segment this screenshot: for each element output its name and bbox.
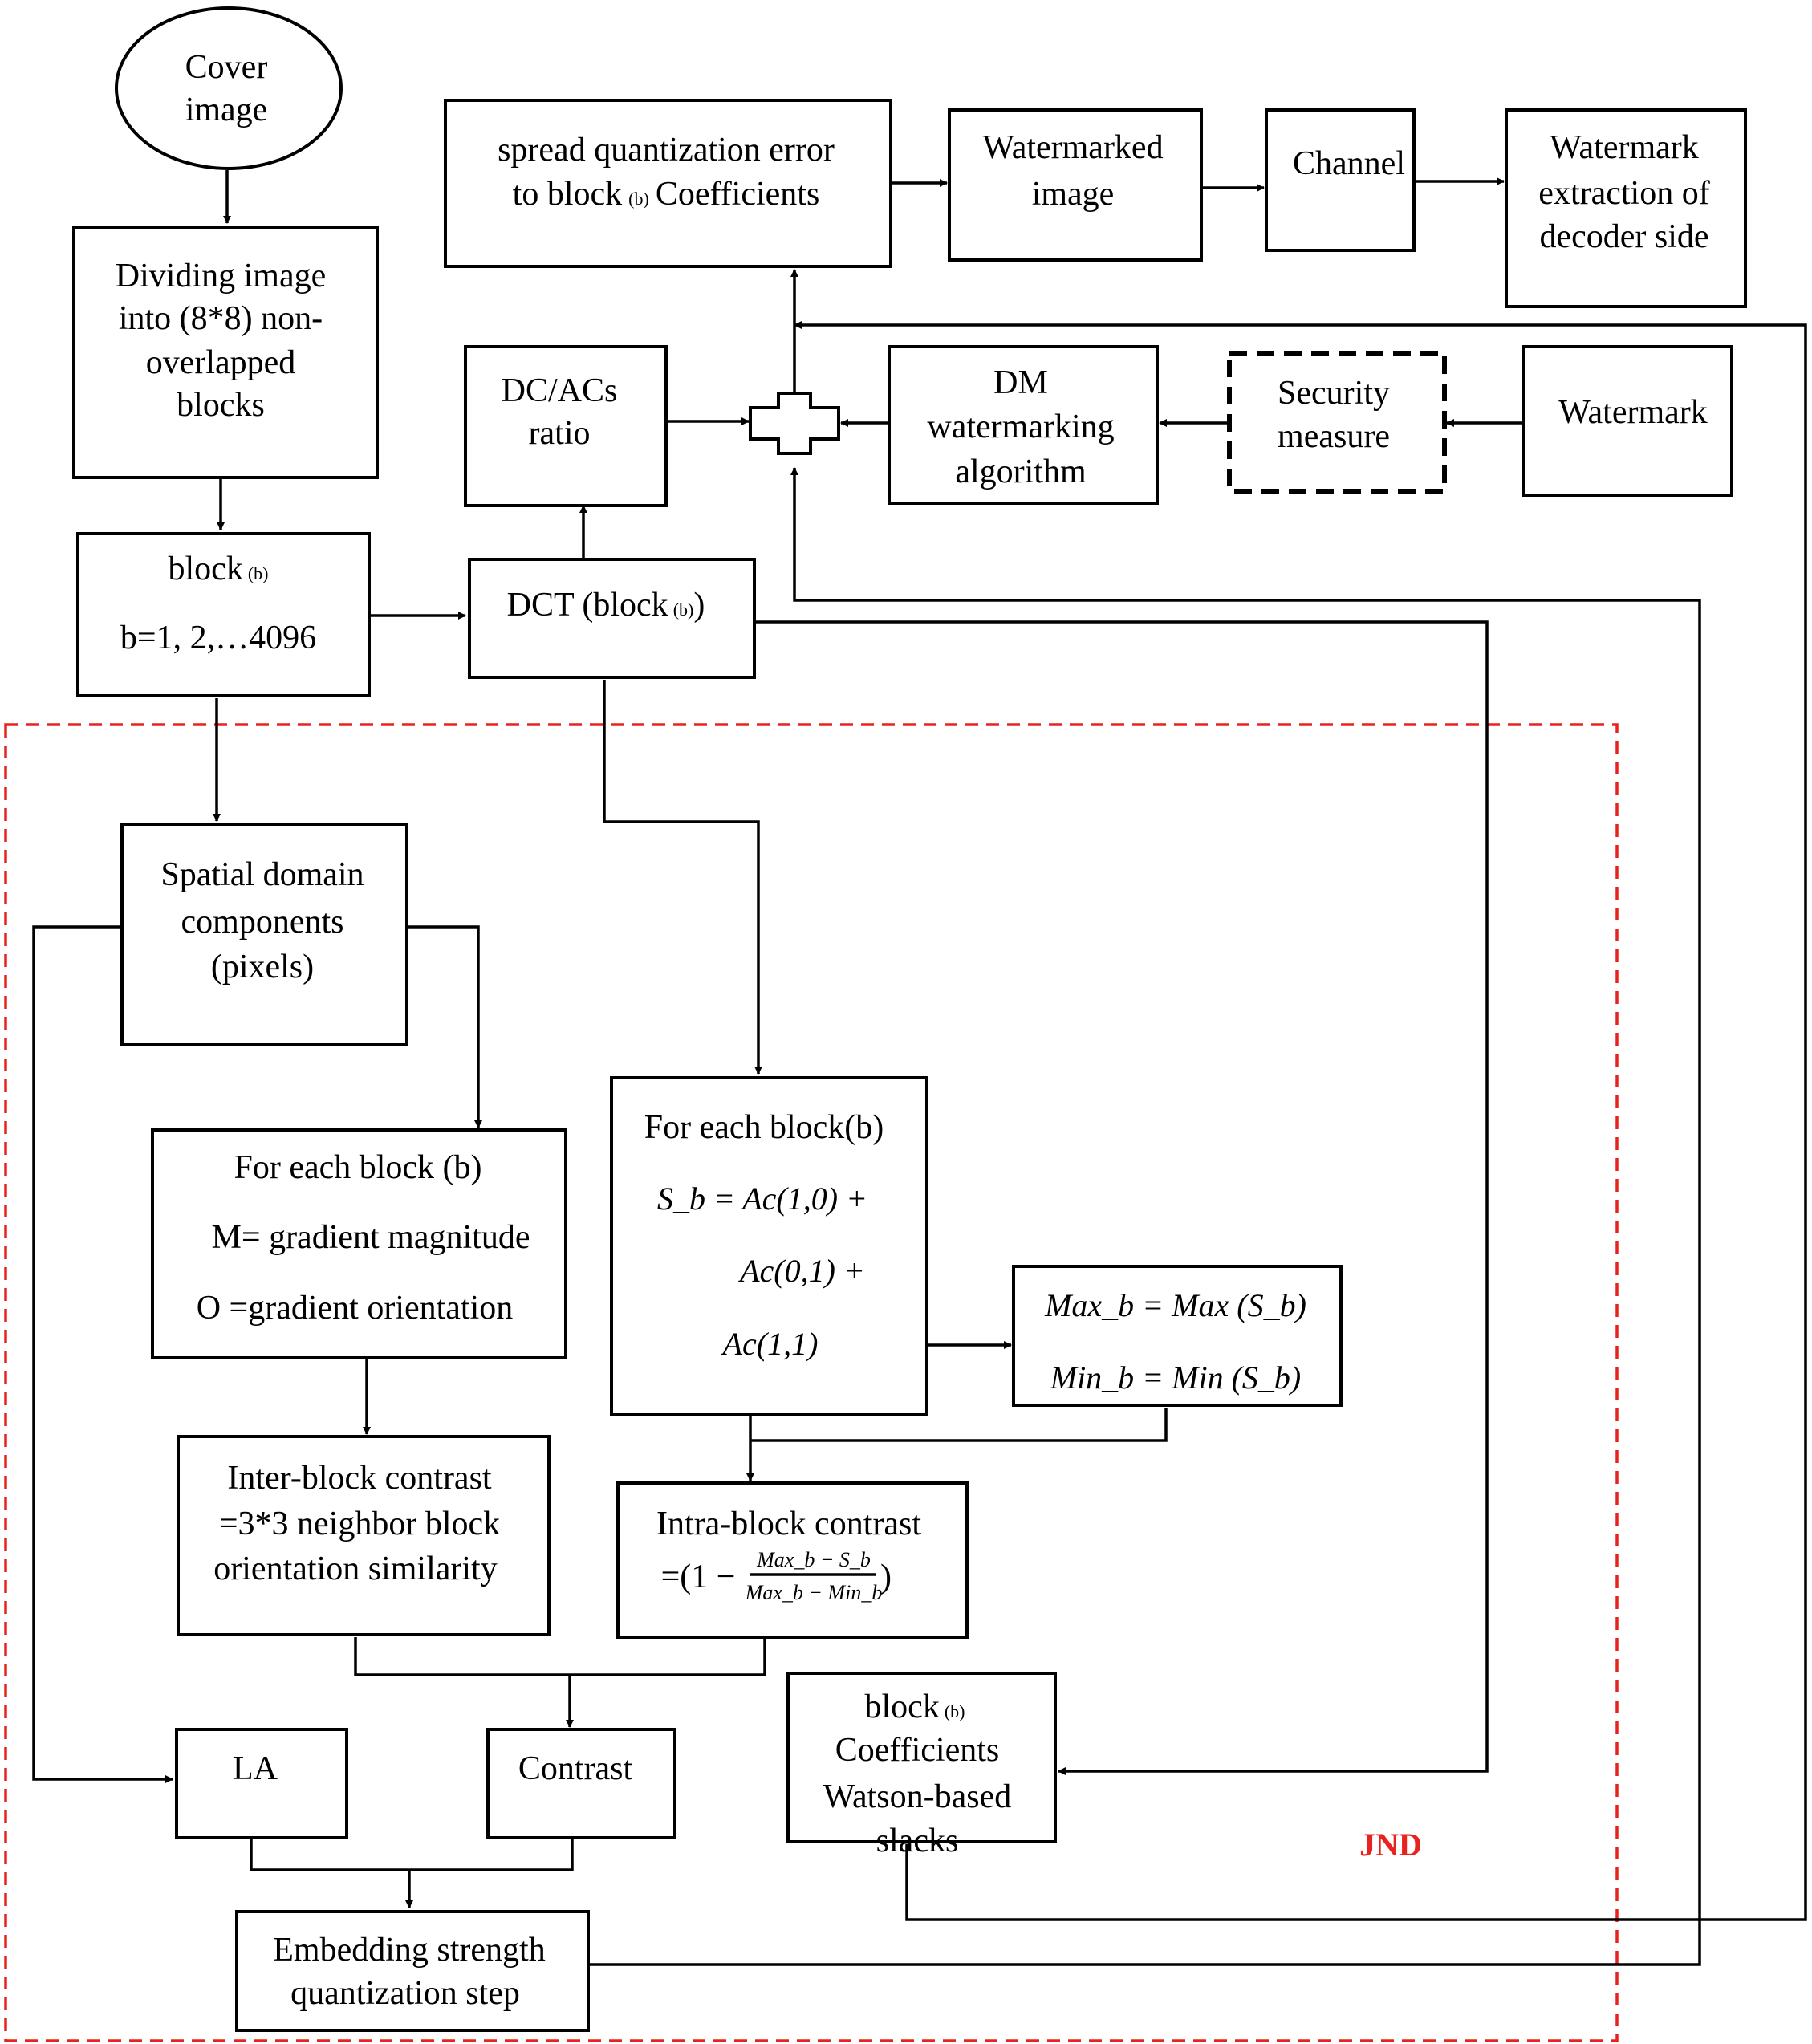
svg-text:watermarking: watermarking xyxy=(927,408,1114,445)
svg-text:overlapped: overlapped xyxy=(146,344,296,381)
svg-text:into (8*8) non-: into (8*8) non- xyxy=(119,300,323,337)
svg-text:=(1 −: =(1 − xyxy=(661,1558,736,1595)
node-dc-acs-ratio: DC/ACs ratio xyxy=(464,345,668,507)
node-dividing-image: Dividing image into (8*8) non- overlappe… xyxy=(72,226,379,479)
svg-text:Ac(1,1): Ac(1,1) xyxy=(721,1326,819,1362)
svg-text:decoder side: decoder side xyxy=(1539,218,1708,255)
node-dct: DCT (block(b)) xyxy=(468,558,756,679)
node-contrast: Contrast xyxy=(486,1728,676,1839)
svg-text:Embedding strength: Embedding strength xyxy=(273,1932,545,1969)
node-cover-image: Cover image xyxy=(115,6,343,170)
svg-text:Max_b − Min_b: Max_b − Min_b xyxy=(745,1581,883,1604)
svg-text:Watermark: Watermark xyxy=(1558,394,1708,431)
svg-text:): ) xyxy=(880,1558,892,1595)
svg-text:Spatial domain: Spatial domain xyxy=(160,856,364,893)
svg-text:DC/ACs: DC/ACs xyxy=(502,372,618,409)
svg-text:ratio: ratio xyxy=(529,415,591,452)
node-watermark-extraction: Watermark extraction of decoder side xyxy=(1505,108,1747,308)
svg-text:DM: DM xyxy=(993,364,1048,401)
node-channel: Channel xyxy=(1265,108,1416,252)
svg-text:algorithm: algorithm xyxy=(955,453,1087,490)
svg-text:Channel: Channel xyxy=(1293,145,1405,182)
node-block: block(b) b=1, 2,…4096 xyxy=(76,532,371,697)
node-sb-computation: For each block(b) S_b = Ac(1,0) + Ac(0,1… xyxy=(610,1076,928,1416)
svg-text:O =gradient orientation: O =gradient orientation xyxy=(197,1290,514,1327)
svg-text:Contrast: Contrast xyxy=(518,1750,633,1787)
svg-text:(pixels): (pixels) xyxy=(211,949,314,985)
svg-text:spread quantization error: spread quantization error xyxy=(498,132,835,169)
svg-text:Max_b = Max (S_b): Max_b = Max (S_b) xyxy=(1044,1287,1306,1323)
svg-text:extraction of: extraction of xyxy=(1538,175,1709,212)
node-spatial-domain-components: Spatial domain components (pixels) xyxy=(120,823,408,1046)
node-la: LA xyxy=(175,1728,348,1839)
svg-text:block(b): block(b) xyxy=(169,551,269,587)
node-watermarked-image: Watermarked image xyxy=(948,108,1203,262)
jnd-label: JND xyxy=(1359,1827,1422,1863)
node-adder xyxy=(749,392,840,455)
svg-text:Coefficients: Coefficients xyxy=(835,1732,1000,1769)
node-embedding-strength: Embedding strength quantization step xyxy=(235,1910,590,2032)
svg-text:M= gradient magnitude: M= gradient magnitude xyxy=(212,1219,530,1256)
svg-text:Dividing image: Dividing image xyxy=(116,258,326,295)
node-watermark: Watermark xyxy=(1522,345,1733,497)
svg-text:block(b): block(b) xyxy=(865,1688,965,1725)
node-security-measure: Security measure xyxy=(1227,351,1447,494)
svg-text:Security: Security xyxy=(1278,375,1390,412)
node-gradient: For each block (b) M= gradient magnitude… xyxy=(151,1128,567,1359)
svg-text:image: image xyxy=(185,91,268,128)
svg-text:LA: LA xyxy=(233,1750,278,1787)
svg-text:For each block (b): For each block (b) xyxy=(234,1149,481,1186)
jnd-region xyxy=(4,723,1619,2042)
svg-text:Intra-block contrast: Intra-block contrast xyxy=(656,1506,921,1542)
svg-text:quantization step: quantization step xyxy=(290,1975,520,2012)
svg-text:slacks: slacks xyxy=(876,1823,959,1859)
svg-text:Ac(0,1) +: Ac(0,1) + xyxy=(737,1253,865,1289)
svg-text:Inter-block contrast: Inter-block contrast xyxy=(227,1460,492,1497)
node-spread-quantization-error: spread quantization error to block(b)Coe… xyxy=(444,99,892,268)
svg-text:to block(b)Coefficients: to block(b)Coefficients xyxy=(513,176,820,213)
node-max-min: Max_b = Max (S_b) Min_b = Min (S_b) xyxy=(1012,1265,1343,1407)
connectors xyxy=(32,170,1807,1966)
svg-text:For each block(b): For each block(b) xyxy=(644,1109,884,1146)
node-dm-watermarking-algorithm: DM watermarking algorithm xyxy=(888,345,1159,505)
svg-text:Watermarked: Watermarked xyxy=(982,129,1163,166)
svg-text:Watson-based: Watson-based xyxy=(823,1778,1012,1815)
svg-text:components: components xyxy=(181,904,344,941)
svg-text:orientation similarity: orientation similarity xyxy=(213,1550,497,1587)
svg-text:image: image xyxy=(1032,176,1115,213)
svg-text:S_b = Ac(1,0) +: S_b = Ac(1,0) + xyxy=(657,1180,867,1217)
node-intra-block-contrast: Intra-block contrast =(1 − Max_b − S_b M… xyxy=(616,1481,969,1639)
svg-text:DCT (block(b)): DCT (block(b)) xyxy=(507,587,705,624)
svg-text:=3*3 neighbor block: =3*3 neighbor block xyxy=(219,1506,500,1542)
svg-text:blocks: blocks xyxy=(177,387,265,424)
svg-text:Watermark: Watermark xyxy=(1550,129,1699,166)
svg-text:measure: measure xyxy=(1278,418,1390,455)
node-inter-block-contrast: Inter-block contrast =3*3 neighbor block… xyxy=(177,1435,551,1636)
svg-text:Max_b − S_b: Max_b − S_b xyxy=(756,1548,871,1571)
node-watson-slacks: block(b) Coefficients Watson-based slack… xyxy=(786,1672,1057,1859)
svg-text:Min_b = Min (S_b): Min_b = Min (S_b) xyxy=(1050,1359,1302,1396)
svg-text:b=1, 2,…4096: b=1, 2,…4096 xyxy=(120,620,316,656)
svg-text:Cover: Cover xyxy=(185,49,268,86)
